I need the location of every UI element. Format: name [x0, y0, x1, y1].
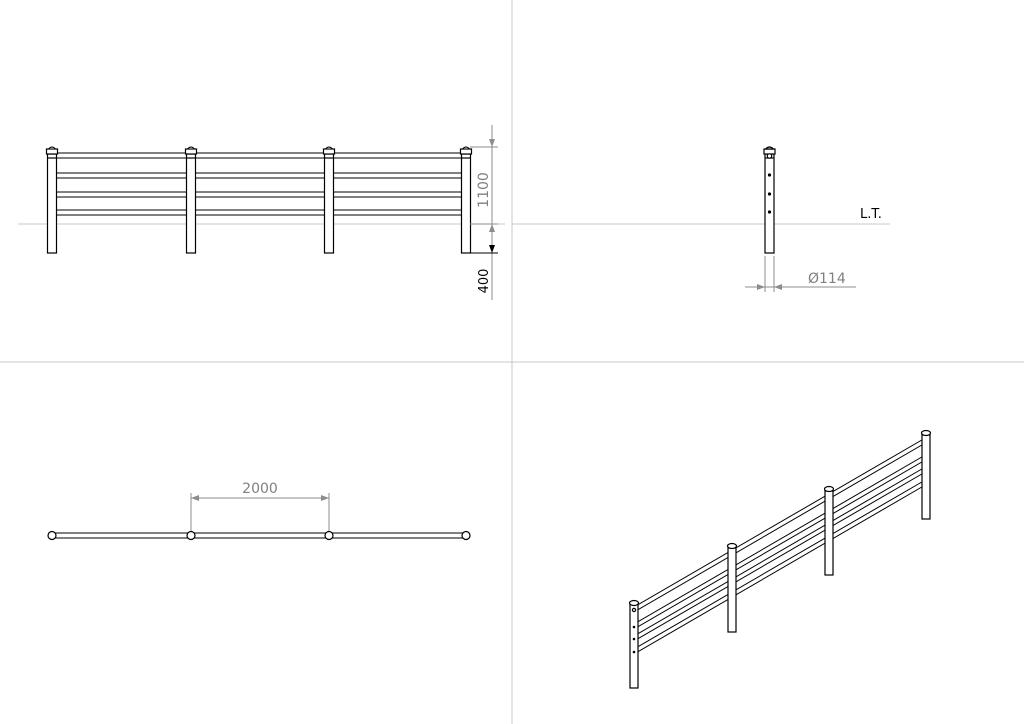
iso-rails	[633, 436, 928, 655]
iso-posts	[628, 429, 932, 689]
front-embed-dim-text: 400	[477, 269, 492, 294]
ground-level-label: L.T.	[860, 207, 882, 222]
side-post	[763, 146, 776, 254]
front-rails	[51, 152, 467, 216]
front-posts	[45, 148, 473, 254]
top-posts	[47, 530, 471, 541]
iso-post-1	[628, 599, 640, 689]
iso-post-4	[920, 429, 932, 520]
front-post-2	[184, 148, 198, 254]
iso-post-2	[726, 542, 738, 633]
side-post-rail-holes	[767, 173, 772, 214]
iso-rail-holes	[632, 625, 636, 654]
top-view: 2000	[47, 481, 471, 541]
front-post-1	[45, 148, 59, 254]
isometric-view	[628, 429, 932, 689]
front-post-3	[322, 148, 336, 254]
diameter-dimension	[745, 256, 856, 292]
spacing-dimension	[190, 493, 330, 531]
front-view: 1100 400	[18, 125, 505, 300]
top-rail	[52, 532, 467, 539]
front-post-4	[459, 148, 473, 254]
front-height-dim-text: 1100	[476, 172, 492, 208]
side-view: L.T. Ø114	[512, 146, 890, 292]
front-height-dimension	[470, 125, 498, 300]
iso-post-3	[823, 485, 835, 576]
spacing-dim-text: 2000	[242, 481, 278, 497]
diameter-dim-text: Ø114	[808, 271, 846, 287]
